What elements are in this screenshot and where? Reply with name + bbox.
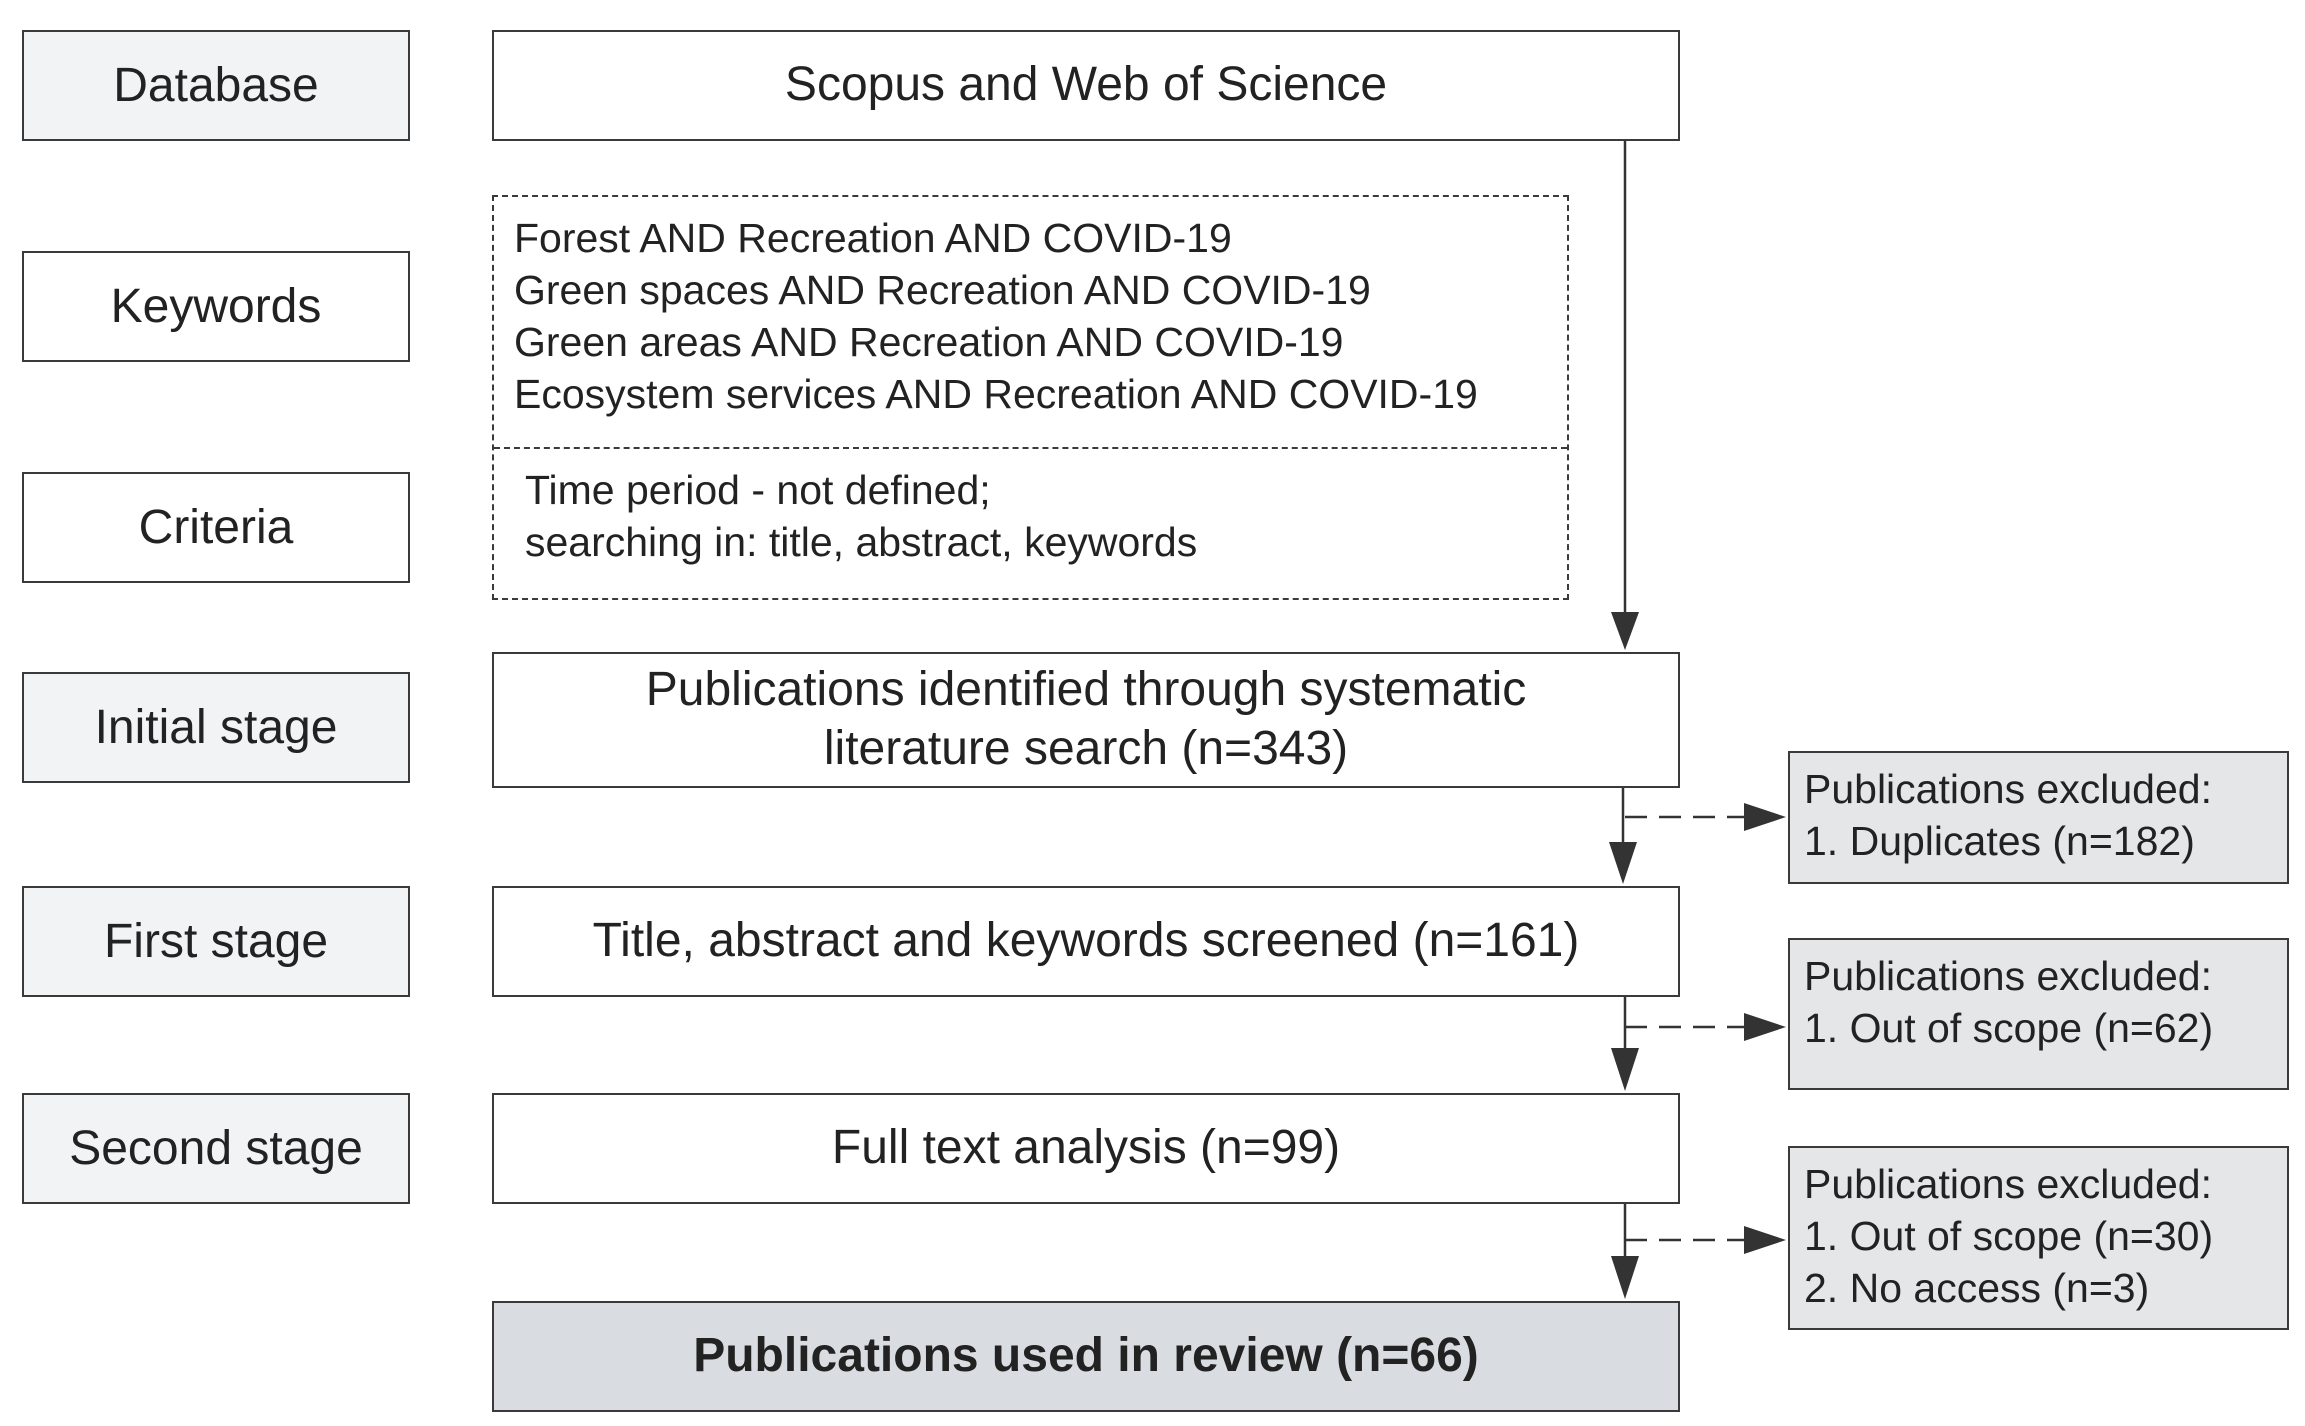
exclusion-title: Publications excluded: xyxy=(1804,1161,2212,1207)
exclusion-title: Publications excluded: xyxy=(1804,766,2212,812)
label-database: Database xyxy=(22,30,410,141)
exclusion-arrowhead-1 xyxy=(1744,803,1786,831)
initial-stage-line1: Publications identified through systemat… xyxy=(645,663,1527,717)
exclusion-item: 2. No access (n=3) xyxy=(1804,1265,2150,1311)
label-initial-stage: Initial stage xyxy=(22,672,410,783)
exclusion-arrowhead-2 xyxy=(1744,1013,1786,1041)
arrowhead-initial xyxy=(1611,612,1639,650)
label-first-stage: First stage xyxy=(22,886,410,997)
keyword-line: Green spaces AND Recreation AND COVID-19 xyxy=(514,267,1371,313)
arrowhead-first xyxy=(1609,842,1637,884)
label-criteria: Criteria xyxy=(22,472,410,583)
source-text: Scopus and Web of Science xyxy=(784,58,1388,112)
exclusion-item: 1. Duplicates (n=182) xyxy=(1804,818,2195,864)
exclusion-title: Publications excluded: xyxy=(1804,953,2212,999)
first-stage-box: Title, abstract and keywords screened (n… xyxy=(492,886,1680,997)
label-first-stage-text: First stage xyxy=(103,915,329,968)
criteria-list: Time period - not defined; searching in:… xyxy=(525,464,1555,574)
final-result-box: Publications used in review (n=66) xyxy=(492,1301,1680,1412)
final-result-text: Publications used in review (n=66) xyxy=(693,1329,1479,1383)
criteria-line: searching in: title, abstract, keywords xyxy=(525,519,1198,565)
label-criteria-text: Criteria xyxy=(138,501,294,554)
initial-stage-line2: literature search (n=343) xyxy=(823,722,1349,775)
keyword-line: Forest AND Recreation AND COVID-19 xyxy=(514,215,1232,261)
keywords-list: Forest AND Recreation AND COVID-19 Green… xyxy=(514,212,1554,432)
exclusion-item: 1. Out of scope (n=62) xyxy=(1804,1005,2214,1051)
exclusion-box-duplicates: Publications excluded: 1. Duplicates (n=… xyxy=(1788,751,2289,884)
exclusion-box-scope-1: Publications excluded: 1. Out of scope (… xyxy=(1788,938,2289,1090)
second-stage-text: Full text analysis (n=99) xyxy=(831,1121,1341,1175)
second-stage-box: Full text analysis (n=99) xyxy=(492,1093,1680,1204)
keywords-divider xyxy=(494,447,1567,449)
arrowhead-final xyxy=(1611,1256,1639,1299)
keywords-criteria-box xyxy=(492,195,1569,600)
label-keywords: Keywords xyxy=(22,251,410,362)
label-second-stage: Second stage xyxy=(22,1093,410,1204)
source-box: Scopus and Web of Science xyxy=(492,30,1680,141)
label-second-stage-text: Second stage xyxy=(69,1122,363,1175)
initial-stage-box: Publications identified through systemat… xyxy=(492,652,1680,788)
exclusion-arrowhead-3 xyxy=(1744,1226,1786,1254)
arrowhead-second xyxy=(1611,1048,1639,1091)
label-keywords-text: Keywords xyxy=(110,280,322,333)
first-stage-text: Title, abstract and keywords screened (n… xyxy=(592,914,1580,968)
label-initial-stage-text: Initial stage xyxy=(94,701,338,754)
label-database-text: Database xyxy=(113,59,319,112)
exclusion-box-scope-2: Publications excluded: 1. Out of scope (… xyxy=(1788,1146,2289,1330)
keyword-line: Green areas AND Recreation AND COVID-19 xyxy=(514,319,1344,365)
criteria-line: Time period - not defined; xyxy=(525,467,991,513)
exclusion-item: 1. Out of scope (n=30) xyxy=(1804,1213,2214,1259)
keyword-line: Ecosystem services AND Recreation AND CO… xyxy=(514,371,1478,417)
